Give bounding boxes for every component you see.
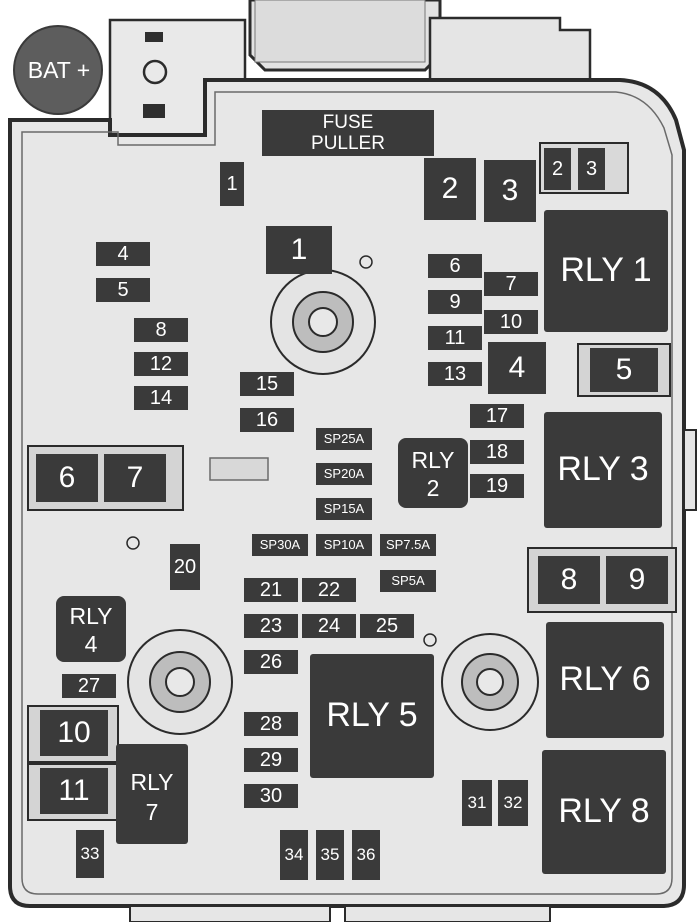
cartridge-fuse-2 [424, 158, 476, 220]
relay-5 [310, 654, 434, 778]
mini-fuse-23 [244, 614, 298, 638]
cartridge-fuse-9 [606, 556, 668, 604]
mini-fuse-27 [62, 674, 116, 698]
spare-sp25a [316, 428, 372, 450]
cartridge-fuse-10 [40, 710, 108, 756]
mini-fuse-34 [280, 830, 308, 880]
stud-tab-top [145, 32, 163, 42]
mini-fuse-35 [316, 830, 344, 880]
mini-fuse-1 [220, 162, 244, 206]
spare-connector [209, 457, 269, 481]
mini-fuse-2 [544, 148, 571, 190]
stud-tab [143, 104, 165, 118]
battery-post [13, 25, 103, 115]
bottom-foot-left [129, 905, 331, 922]
components [36, 148, 668, 880]
bolt-right [441, 633, 539, 731]
mini-fuse-8 [134, 318, 188, 342]
spare-sp30a [252, 534, 308, 556]
relay-7 [116, 744, 188, 844]
housing-inner-edge [21, 91, 673, 895]
mini-fuse-7 [484, 272, 538, 296]
mini-fuse-25 [360, 614, 414, 638]
relay-4 [56, 596, 126, 662]
mini-fuse-21 [244, 578, 298, 602]
cartridge-fuse-5 [590, 348, 658, 392]
mini-fuse-36 [352, 830, 380, 880]
mini-fuse-32 [498, 780, 528, 826]
mini-fuse-5 [96, 278, 150, 302]
mini-fuse-14 [134, 386, 188, 410]
mini-fuse-28 [244, 712, 298, 736]
mini-fuse-16 [240, 408, 294, 432]
mini-fuse-20 [170, 544, 200, 590]
mini-fuse-11 [428, 326, 482, 350]
top-connector-inner [254, 0, 426, 63]
mini-fuse-10 [484, 310, 538, 334]
fuse-puller [262, 110, 434, 156]
mini-fuse-26 [244, 650, 298, 674]
mini-fuse-22 [302, 578, 356, 602]
cartridge-fuse-8 [538, 556, 600, 604]
mini-fuse-9 [428, 290, 482, 314]
mini-fuse-18 [470, 440, 524, 464]
mini-fuse-4 [96, 242, 150, 266]
spare-sp5a [380, 570, 436, 592]
mini-fuse-31 [462, 780, 492, 826]
bolt-center [270, 269, 376, 375]
mini-fuse-19 [470, 474, 524, 498]
cartridge-fuse-11 [40, 768, 108, 814]
mini-fuse-33 [76, 830, 104, 878]
relay-1 [544, 210, 668, 332]
locator-pin [359, 255, 373, 269]
cartridge-fuse-7 [104, 454, 166, 502]
mini-fuse-12 [134, 352, 188, 376]
cartridge-fuse-6 [36, 454, 98, 502]
locator-pin [423, 633, 437, 647]
relay-8 [542, 750, 666, 874]
mini-fuse-15 [240, 372, 294, 396]
mini-fuse-30 [244, 784, 298, 808]
cartridge-fuse-1 [266, 226, 332, 274]
mini-fuse-17 [470, 404, 524, 428]
mini-fuse-6 [428, 254, 482, 278]
bolt-left [127, 629, 233, 735]
relay-2 [398, 438, 468, 508]
mini-fuse-24 [302, 614, 356, 638]
cartridge-fuse-4 [488, 342, 546, 394]
side-clip [683, 429, 697, 511]
relay-6 [546, 622, 664, 738]
spare-sp20a [316, 463, 372, 485]
mini-fuse-13 [428, 362, 482, 386]
spare-sp75a [380, 534, 436, 556]
mini-fuse-29 [244, 748, 298, 772]
cartridge-fuse-3 [484, 160, 536, 222]
bottom-foot-right [344, 905, 551, 922]
locator-pin [126, 536, 140, 550]
relay-3 [544, 412, 662, 528]
spare-sp10a [316, 534, 372, 556]
spare-sp15a [316, 498, 372, 520]
mini-fuse-3 [578, 148, 605, 190]
stud-hole [142, 59, 168, 85]
